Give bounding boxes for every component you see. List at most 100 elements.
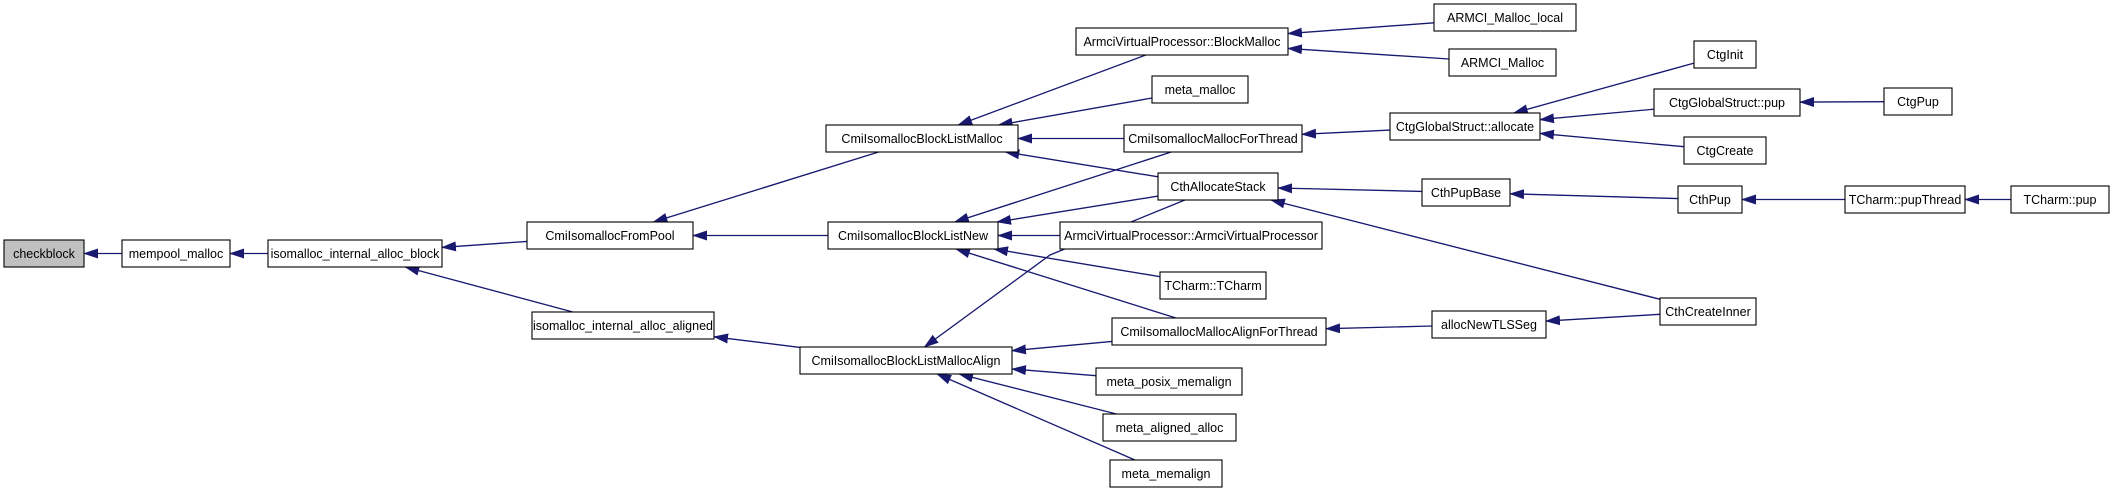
node-label: CtgGlobalStruct::allocate: [1396, 120, 1534, 134]
graph-node-CmiIsomallocMallocForThread[interactable]: CmiIsomallocMallocForThread: [1123, 124, 1303, 153]
graph-node-CtgGlobalPup[interactable]: CtgGlobalStruct::pup: [1653, 88, 1801, 117]
graph-node-CthPupBase[interactable]: CthPupBase: [1421, 178, 1511, 207]
edge-CthAllocateStack-to-CmiIsomallocBlockListMalloc: [1004, 149, 1159, 178]
graph-node-CmiIsomallocMallocAlignForThread[interactable]: CmiIsomallocMallocAlignForThread: [1111, 317, 1327, 346]
node-box: [1059, 221, 1323, 250]
edge-CthCreateInner-to-allocNewTLSSeg: [1545, 313, 1661, 326]
node-label: checkblock: [13, 247, 76, 261]
node-box: [1677, 185, 1743, 214]
graph-node-meta_posix_memalign[interactable]: meta_posix_memalign: [1095, 367, 1243, 396]
edge-meta_posix_memalign-to-CmiIsomallocBlockListMallocAlign: [1011, 365, 1097, 377]
graph-node-CthAllocateStack[interactable]: CthAllocateStack: [1157, 172, 1279, 201]
node-label: ARMCI_Malloc: [1461, 56, 1544, 70]
node-label: ArmciVirtualProcessor::ArmciVirtualProce…: [1064, 229, 1318, 243]
edge-meta_aligned_alloc-to-CmiIsomallocBlockListMallocAlign: [958, 372, 1117, 415]
node-box: [1102, 413, 1237, 442]
node-label: allocNewTLSSeg: [1441, 318, 1537, 332]
edge-CthAllocateStack-to-CmiIsomallocBlockListMallocAlign: [923, 199, 1186, 348]
node-label: TCharm::pupThread: [1849, 193, 1962, 207]
edge-meta_memalign-to-CmiIsomallocBlockListMallocAlign: [936, 373, 1136, 461]
graph-node-checkblock[interactable]: checkblock: [3, 239, 85, 268]
edge-CmiIsomallocBlockListMalloc-to-CmiIsomallocFromPool: [652, 151, 879, 223]
graph-nodes: checkblock mempool_malloc isomalloc_intern…: [3, 3, 2110, 488]
graph-node-allocNewTLSSeg[interactable]: allocNewTLSSeg: [1431, 310, 1547, 339]
node-box: [267, 239, 443, 268]
edge-BlockMalloc-to-CmiIsomallocBlockListMalloc: [957, 54, 1147, 126]
node-box: [526, 221, 694, 250]
graph-node-ARMCI_Malloc[interactable]: ARMCI_Malloc: [1448, 48, 1557, 77]
node-label: isomalloc_internal_alloc_block: [271, 247, 441, 261]
graph-node-isomalloc_internal_alloc_aligned[interactable]: isomalloc_internal_alloc_aligned: [531, 311, 715, 340]
graph-node-ARMCI_Malloc_local[interactable]: ARMCI_Malloc_local: [1433, 3, 1577, 32]
node-box: [1653, 88, 1801, 117]
graph-node-CtgCreate[interactable]: CtgCreate: [1683, 136, 1767, 165]
edge-CmiIsomallocMallocForThread-to-CmiIsomallocBlockListNew: [953, 151, 1172, 223]
node-label: CmiIsomallocFromPool: [545, 229, 674, 243]
graph-node-TCharm_pup[interactable]: TCharm::pup: [2010, 185, 2110, 214]
graph-node-isomalloc_internal_alloc_block[interactable]: isomalloc_internal_alloc_block: [267, 239, 443, 268]
node-label: CthAllocateStack: [1170, 180, 1266, 194]
graph-node-meta_aligned_alloc[interactable]: meta_aligned_alloc: [1102, 413, 1237, 442]
edge-CmiIsomallocFromPool-to-isomalloc_internal_alloc_block: [441, 240, 528, 252]
node-box: [1157, 172, 1279, 201]
node-label: CtgCreate: [1697, 144, 1754, 158]
node-box: [1159, 271, 1267, 300]
graph-node-CmiIsomallocBlockListMalloc[interactable]: CmiIsomallocBlockListMalloc: [825, 124, 1019, 153]
node-box: [1883, 87, 1953, 116]
node-box: [1095, 367, 1243, 396]
graph-node-CtgPup[interactable]: CtgPup: [1883, 87, 1953, 116]
node-box: [827, 221, 999, 250]
graph-node-meta_malloc[interactable]: meta_malloc: [1151, 75, 1249, 104]
node-box: [531, 311, 715, 340]
node-label: CthPup: [1689, 193, 1731, 207]
graph-node-mempool_malloc[interactable]: mempool_malloc: [121, 239, 231, 268]
node-box: [1431, 310, 1547, 339]
graph-node-CthCreateInner[interactable]: CthCreateInner: [1659, 297, 1757, 326]
edge-CmiIsomallocMallocAlignForThread-to-CmiIsomallocBlockListNew: [955, 248, 1177, 319]
node-label: CmiIsomallocBlockListMallocAlign: [812, 354, 1001, 368]
graph-node-CmiIsomallocFromPool[interactable]: CmiIsomallocFromPool: [526, 221, 694, 250]
edge-CtgCreate-to-CtgAllocate: [1539, 129, 1685, 148]
graph-node-CmiIsomallocBlockListNew[interactable]: CmiIsomallocBlockListNew: [827, 221, 999, 250]
node-label: CmiIsomallocBlockListNew: [838, 229, 989, 243]
graph-node-CtgInit[interactable]: CtgInit: [1693, 40, 1757, 69]
node-label: CmiIsomallocMallocAlignForThread: [1120, 325, 1317, 339]
node-box: [1109, 459, 1223, 488]
edge-meta_malloc-to-CmiIsomallocBlockListMalloc: [997, 97, 1153, 128]
node-label: mempool_malloc: [129, 247, 223, 261]
node-label: CthCreateInner: [1665, 305, 1750, 319]
graph-node-meta_memalign[interactable]: meta_memalign: [1109, 459, 1223, 488]
edge-CmiIsomallocBlockListMallocAlign-to-isomalloc_internal_alloc_aligned: [713, 333, 801, 349]
node-box: [1433, 3, 1577, 32]
node-label: CmiIsomallocBlockListMalloc: [841, 132, 1002, 146]
node-box: [1844, 185, 1966, 214]
graph-node-CmiIsomallocBlockListMallocAlign[interactable]: CmiIsomallocBlockListMallocAlign: [799, 346, 1013, 375]
edge-CthAllocateStack-to-CmiIsomallocBlockListNew: [996, 195, 1159, 225]
graph-node-CthPup[interactable]: CthPup: [1677, 185, 1743, 214]
node-box: [1389, 112, 1541, 141]
node-label: ARMCI_Malloc_local: [1447, 11, 1563, 25]
edge-ARMCI_Malloc_local-to-BlockMalloc: [1287, 22, 1435, 38]
graph-node-ArmciVirtualProcessor[interactable]: ArmciVirtualProcessor::ArmciVirtualProce…: [1059, 221, 1323, 250]
node-box: [1693, 40, 1757, 69]
edge-allocNewTLSSeg-to-CmiIsomallocMallocAlignForThread: [1325, 323, 1433, 334]
node-box: [1123, 124, 1303, 153]
node-box: [1448, 48, 1557, 77]
graph-node-BlockMalloc[interactable]: ArmciVirtualProcessor::BlockMalloc: [1075, 27, 1289, 56]
node-box: [1075, 27, 1289, 56]
edge-CtgGlobalPup-to-CtgAllocate: [1539, 108, 1655, 124]
node-box: [3, 239, 85, 268]
edge-CthCreateInner-to-CthAllocateStack: [1269, 198, 1661, 300]
node-label: meta_memalign: [1122, 467, 1211, 481]
node-label: meta_posix_memalign: [1106, 375, 1231, 389]
graph-node-TCharm_pupThread[interactable]: TCharm::pupThread: [1844, 185, 1966, 214]
node-box: [2010, 185, 2110, 214]
graph-node-CtgAllocate[interactable]: CtgGlobalStruct::allocate: [1389, 112, 1541, 141]
graph-node-TCharm_TCharm[interactable]: TCharm::TCharm: [1159, 271, 1267, 300]
edge-TCharm_TCharm-to-CmiIsomallocBlockListNew: [993, 246, 1161, 278]
edge-CtgAllocate-to-CmiIsomallocMallocForThread: [1301, 128, 1391, 139]
edge-isomalloc_internal_alloc_aligned-to-isomalloc_internal_alloc_block: [404, 265, 573, 313]
edge-CmiIsomallocMallocAlignForThread-to-CmiIsomallocBlockListMallocAlign: [1011, 340, 1113, 355]
